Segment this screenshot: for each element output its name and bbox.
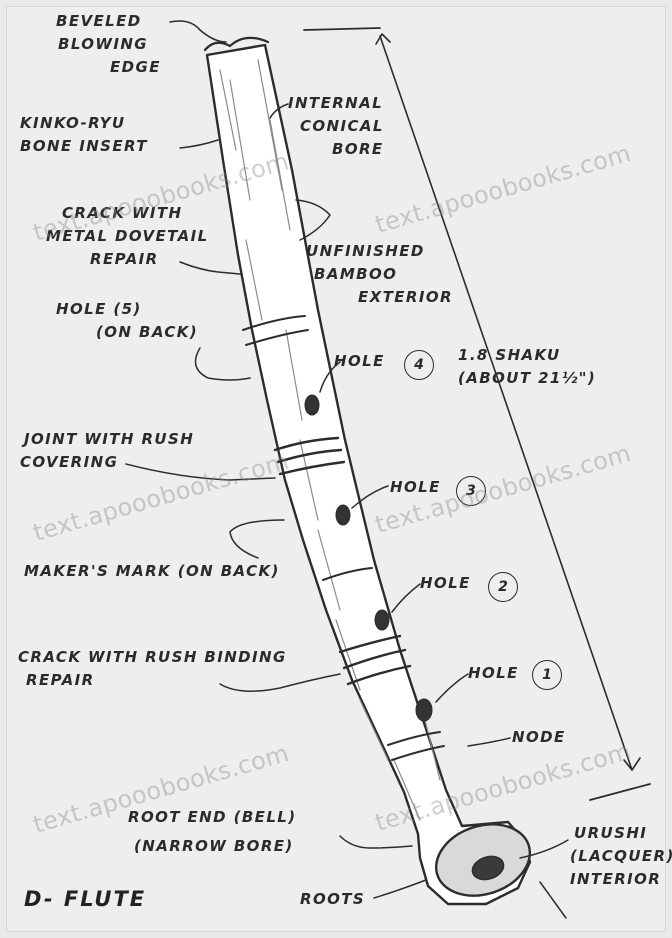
label-length: 1.8 SHAKU (ABOUT 21½")	[458, 346, 597, 387]
label-beveled-blowing-edge: BEVELED BLOWING EDGE	[56, 12, 161, 76]
label-hole-2: HOLE	[420, 574, 471, 592]
bell-bore	[471, 855, 505, 881]
hole-4-number: 4	[404, 350, 434, 380]
label-internal-conical-bore: INTERNAL CONICAL BORE	[288, 94, 384, 158]
node-band	[322, 567, 373, 581]
leader-crack-binding	[219, 673, 341, 692]
leader-dovetail	[179, 261, 241, 275]
leader-conical-bore	[269, 103, 289, 119]
label-crack-dovetail-repair: CRACK WITH METAL DOVETAIL REPAIR	[46, 204, 209, 268]
length-tick-top	[303, 27, 381, 31]
hole-4-mark	[304, 394, 320, 416]
label-root-end-bell: ROOT END (BELL) (NARROW BORE)	[128, 808, 297, 855]
leader-hole5	[194, 347, 251, 381]
flute-body	[205, 43, 532, 906]
length-arrow-bottom	[623, 757, 641, 771]
hole-1-mark	[415, 698, 433, 722]
length-arrow-line	[379, 35, 633, 771]
label-unfinished-bamboo-exterior: UNFINISHED BAMBOO EXTERIOR	[306, 242, 453, 306]
leader-bone-insert	[179, 139, 219, 149]
joint-band	[273, 436, 340, 452]
label-kinko-ryu-bone-insert: KINKO-RYU BONE INSERT	[20, 114, 148, 155]
leader-urushi	[519, 839, 569, 859]
label-makers-mark: MAKER'S MARK (ON BACK)	[24, 562, 280, 580]
label-hole-5: HOLE (5) (ON BACK)	[56, 300, 199, 341]
hole-2-mark	[374, 609, 390, 631]
binding-band	[342, 648, 407, 670]
hole-3-number: 3	[456, 476, 486, 506]
length-arrow-top	[375, 33, 391, 45]
leader-roots-2	[539, 881, 567, 919]
binding-band	[346, 664, 412, 686]
leader-joint	[125, 463, 276, 481]
node-band	[391, 745, 445, 761]
joint-band	[278, 460, 346, 476]
leader-unfinished	[295, 199, 331, 241]
label-urushi-lacquer-interior: URUSHI (LACQUER) INTERIOR	[570, 824, 672, 888]
label-hole-3: HOLE	[390, 478, 441, 496]
node-band	[242, 315, 306, 331]
leader-blowing-edge	[169, 20, 227, 43]
label-roots: ROOTS	[300, 890, 366, 908]
node-band	[245, 329, 309, 346]
joint-band	[276, 448, 343, 464]
leader-root-end	[339, 835, 413, 849]
binding-band	[338, 634, 402, 654]
label-node: NODE	[512, 728, 566, 746]
leader-makers-mark	[229, 519, 285, 559]
hole-1-number: 1	[532, 660, 562, 690]
label-hole-4: HOLE	[334, 352, 385, 370]
leader-roots	[373, 879, 427, 899]
label-joint-rush-covering: JOINT WITH RUSH COVERING	[20, 430, 195, 471]
blowing-edge	[203, 36, 270, 52]
leader-hole3	[351, 485, 389, 509]
hole-3-mark	[335, 504, 351, 526]
diagram-title: D- FLUTE	[24, 887, 147, 911]
bamboo-shading	[219, 59, 441, 821]
leader-hole2	[391, 583, 421, 613]
leader-hole1	[435, 673, 469, 703]
label-crack-rush-binding: CRACK WITH RUSH BINDING REPAIR	[18, 648, 287, 689]
leader-node	[467, 737, 511, 747]
length-tick-bottom	[589, 783, 651, 801]
node-band	[387, 731, 441, 746]
hole-2-number: 2	[488, 572, 518, 602]
leader-hole4	[319, 361, 341, 393]
label-hole-1: HOLE	[468, 664, 519, 682]
